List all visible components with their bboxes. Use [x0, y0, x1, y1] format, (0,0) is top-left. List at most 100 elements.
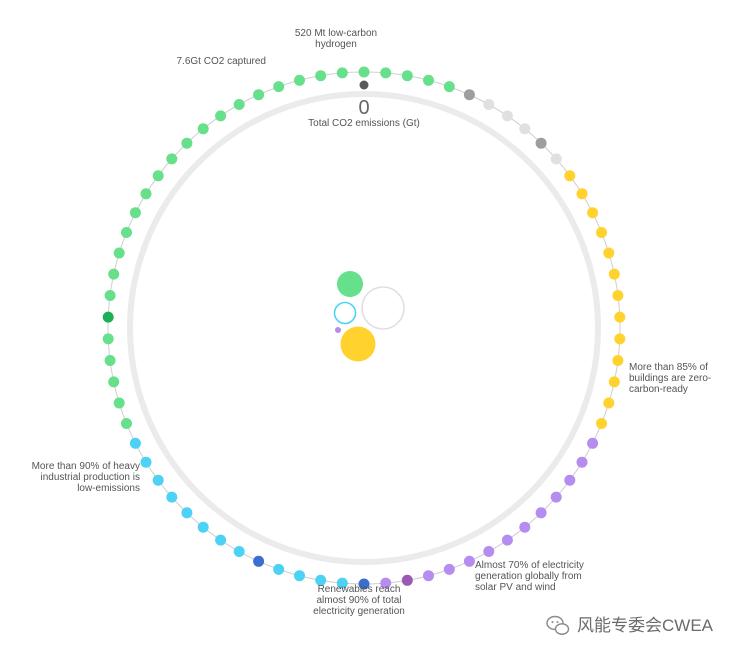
milestone-dot-transport [603, 247, 615, 259]
milestone-dot-industry [315, 70, 327, 82]
watermark-text: 风能专委会CWEA [577, 616, 714, 635]
milestone-dot-industry [181, 137, 193, 149]
milestone-dot-electricity [273, 563, 285, 575]
milestone-dot-buildings [380, 577, 392, 589]
milestone-dot-other [519, 123, 531, 135]
milestone-dot-other [535, 137, 547, 149]
milestone-dot-industry [197, 123, 209, 135]
center-label: Total CO2 emissions (Gt) [308, 118, 420, 129]
annotation-co2-captured: 7.6Gt CO2 captured [177, 56, 267, 67]
milestone-dot-industry [121, 227, 132, 238]
center-value: 0 [358, 97, 369, 119]
milestone-dot-transport [614, 333, 626, 345]
milestone-dot-buildings [443, 563, 455, 575]
milestone-dot-other [483, 99, 495, 110]
annotation-line: Almost 70% of electricity [475, 560, 584, 571]
wechat-icon [546, 615, 570, 635]
bubble-industry [337, 271, 363, 297]
milestone-dot-industry [233, 99, 245, 110]
milestone-dot-industry [108, 376, 120, 388]
milestone-dot-industry [336, 67, 348, 79]
milestone-dot-electricity [336, 577, 348, 589]
milestone-dot-industry [104, 355, 116, 366]
milestone-dot-transport [608, 376, 620, 388]
milestone-dot-buildings [587, 437, 599, 449]
milestone-dot-other [550, 153, 562, 165]
top-marker-dot [359, 80, 369, 90]
milestone-dot-industry [152, 170, 164, 182]
milestone-dot-industry [294, 74, 305, 86]
milestone-dot-transport [612, 355, 624, 366]
bubble-buildings [335, 327, 341, 333]
milestone-dot-transport [608, 268, 620, 280]
milestone-dot-electricity [215, 534, 227, 546]
milestone-dot-industry [121, 418, 132, 429]
milestone-dot-industry [113, 397, 125, 409]
milestone-dot-transport [596, 227, 607, 238]
annotation-line: solar PV and wind [475, 582, 556, 593]
annotation-line: almost 90% of total [316, 595, 401, 606]
milestone-dot-electricity [233, 546, 245, 557]
milestone-dot-industry [108, 268, 120, 280]
milestone-dot-electricity [181, 507, 193, 519]
milestone-dot-transport [612, 290, 624, 301]
annotation-renewables: Renewables reach almost 90% of total ele… [313, 584, 405, 617]
milestone-dot-transport [576, 188, 588, 200]
milestone-dot-transport [603, 397, 615, 409]
milestone-dot-industry [129, 207, 141, 219]
watermark: 风能专委会CWEA [546, 615, 714, 635]
milestone-dot-other [501, 110, 513, 122]
milestone-dot-buildings [535, 507, 547, 519]
annotation-buildings: More than 85% of buildings are zero- car… [629, 362, 711, 395]
center-bubbles [333, 271, 405, 362]
annotation-hydrogen: 520 Mt low-carbon hydrogen [295, 28, 377, 50]
annotation-line: 520 Mt low-carbon [295, 28, 377, 39]
milestone-dot-electricity [197, 521, 209, 533]
milestone-dot-buildings [501, 534, 513, 546]
milestone-dot-buildings [483, 546, 495, 557]
bubble-transport [340, 326, 376, 362]
milestone-dot-buildings [463, 555, 475, 567]
milestone-dot-transport [564, 170, 576, 182]
milestone-dots [102, 66, 626, 590]
milestone-dot-buildings [564, 474, 576, 486]
milestone-dot-transport [587, 207, 599, 219]
milestone-dot-buildings [550, 491, 562, 503]
milestone-dot-industry [423, 74, 434, 86]
annotation-industry: More than 90% of heavy industrial produc… [32, 461, 140, 494]
milestone-dot-industry [104, 290, 116, 301]
bubble-other [361, 286, 405, 330]
milestone-dot-electricity [166, 491, 178, 503]
annotation-line: buildings are zero- [629, 373, 711, 384]
milestone-dot-transport [614, 311, 626, 323]
milestone-dot-buildings [423, 570, 434, 582]
milestone-dot-buildings [519, 521, 531, 533]
milestone-dot-electricity [253, 555, 265, 567]
milestone-dot-electricity [152, 474, 164, 486]
bubble-electricity [333, 301, 357, 325]
milestone-dot-electricity [140, 456, 152, 468]
milestone-dot-industry [140, 188, 152, 200]
milestone-dot-electricity [129, 437, 141, 449]
annotation-line: More than 90% of heavy [32, 461, 140, 472]
milestone-dot-industry [215, 110, 227, 122]
milestone-dot-industry [358, 66, 370, 78]
milestone-dot-industry [113, 247, 125, 259]
milestone-dot-buildings [401, 574, 413, 586]
milestone-dot-industry [253, 89, 265, 101]
inner-ring [127, 91, 601, 565]
annotation-line: low-emissions [77, 483, 140, 494]
milestone-dot-industry [380, 67, 392, 79]
milestone-dot-industry [443, 81, 455, 93]
milestone-dot-industry [102, 333, 114, 345]
annotation-line: Renewables reach [318, 584, 401, 595]
milestone-dot-industry [273, 81, 285, 93]
annotation-line: 7.6Gt CO2 captured [177, 56, 267, 67]
milestone-dot-industry [401, 70, 413, 82]
annotation-line: More than 85% of [629, 362, 708, 373]
annotation-line: carbon-ready [629, 384, 688, 395]
milestone-dot-buildings [576, 456, 588, 468]
milestone-dot-industry [166, 153, 178, 165]
milestone-dot-electricity [358, 578, 370, 590]
